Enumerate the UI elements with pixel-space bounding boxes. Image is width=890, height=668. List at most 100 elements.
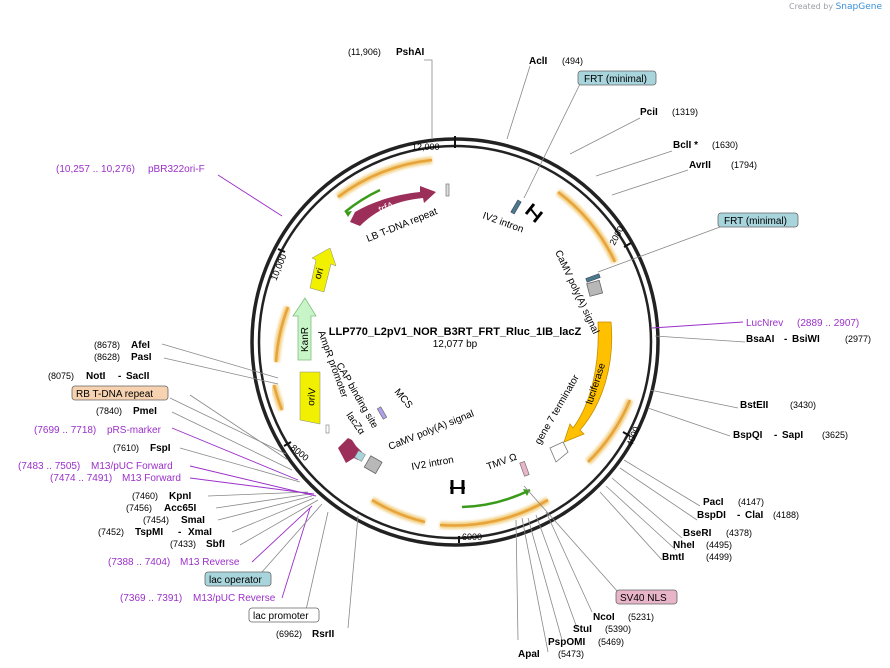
site-name: -	[178, 527, 181, 538]
site-pos: (1794)	[731, 160, 757, 170]
primer-range: (7369 .. 7391)	[120, 593, 182, 604]
frt-marker-2	[585, 273, 601, 283]
site-pos: (8075)	[48, 371, 74, 381]
mcs-label: MCS	[392, 387, 415, 411]
tick-label: 6000	[462, 532, 482, 542]
site-pos: (4495)	[706, 540, 732, 550]
site-name: NotI	[86, 371, 106, 382]
site-name: BsaAI	[746, 334, 775, 345]
site-pos: (4188)	[773, 510, 799, 520]
site-name: SmaI	[181, 515, 205, 526]
site-name: BmtI	[662, 552, 684, 563]
primer-name: pBR322ori-F	[148, 164, 205, 175]
site-name: SbfI	[206, 539, 225, 550]
primer-name: pRS-marker	[107, 425, 162, 436]
site-pos: (7454)	[143, 515, 169, 525]
primer-name: M13 Forward	[122, 473, 181, 484]
trfA-feature: trfA LB T-DNA repeat	[350, 183, 450, 245]
tag-box	[248, 607, 320, 623]
tick-label: 12,000	[412, 142, 440, 152]
camv-polya-2-label: CaMV poly(A) signal	[387, 408, 476, 452]
site-pos: (7433)	[170, 539, 196, 549]
site-name: PmeI	[133, 406, 157, 417]
credit: Created by SnapGene	[789, 2, 882, 12]
site-pos: (4147)	[738, 497, 764, 507]
orf-arcs	[270, 156, 634, 530]
gene7-marker	[549, 441, 569, 463]
site-leaders	[161, 59, 746, 653]
lacza-feature	[338, 438, 383, 475]
ivs-intron-2-marker	[450, 480, 465, 494]
site-pos: (3430)	[790, 400, 816, 410]
oriv-label: oriV	[306, 387, 319, 406]
site-name: SacII	[126, 371, 150, 382]
site-name: AfeI	[131, 340, 150, 351]
site-name: KpnI	[169, 491, 191, 502]
site-pos: (6962)	[276, 629, 302, 639]
site-pos: (7840)	[96, 406, 122, 416]
primer-name: M13 Reverse	[180, 557, 240, 568]
tag-leaders	[169, 83, 721, 611]
oriv-feature: oriV	[299, 371, 321, 425]
site-name: Acc65I	[164, 503, 196, 514]
primer-range: (7483 .. 7505)	[18, 461, 80, 472]
primer-labels: (10,257 .. 10,276) pBR322ori-F LucNrev (…	[18, 164, 859, 604]
camv-box	[586, 279, 604, 297]
tag-box	[71, 385, 169, 401]
site-name: SapI	[782, 430, 803, 441]
tag-label: RB T-DNA repeat	[76, 389, 153, 400]
site-name: ApaI	[518, 649, 540, 660]
tag-label: SV40 NLS	[620, 593, 667, 604]
primer-range: (2889 .. 2907)	[797, 318, 859, 329]
tick-label: 2000	[607, 224, 625, 246]
site-pos: (1630)	[712, 140, 738, 150]
primer-range: (7474 .. 7491)	[50, 473, 112, 484]
site-name: AclI	[529, 56, 548, 67]
site-pos: (1319)	[672, 107, 698, 117]
tick-label: 4000	[625, 425, 642, 447]
ivs-intron-1-marker	[524, 203, 544, 223]
frt-marker-1	[510, 199, 522, 215]
tag-label: FRT (minimal)	[724, 216, 787, 227]
primer-range: (7388 .. 7404)	[108, 557, 170, 568]
ori-label: ori	[313, 267, 327, 281]
tag-box	[577, 70, 657, 86]
site-name: PciI	[640, 107, 658, 118]
cap-marker	[325, 424, 330, 434]
site-name: PshAI	[396, 47, 425, 58]
tag-box	[204, 571, 272, 587]
trfA-label: trfA	[377, 200, 396, 216]
site-pos: (5469)	[598, 637, 624, 647]
site-pos: (2977)	[845, 334, 871, 344]
primer-name: M13/pUC Forward	[91, 461, 173, 472]
site-pos: (7456)	[126, 503, 152, 513]
site-name: RsrII	[312, 629, 334, 640]
site-name: BclI *	[673, 140, 698, 151]
mcs-marker	[376, 406, 388, 420]
site-pos: (3625)	[822, 430, 848, 440]
primer-name: M13/pUC Reverse	[193, 593, 276, 604]
site-pos: (8628)	[94, 352, 120, 362]
site-name: XmaI	[188, 527, 212, 538]
site-name: TspMI	[135, 527, 163, 538]
kanr-label: KanR	[300, 327, 311, 352]
tag-box	[615, 589, 678, 605]
site-name: ClaI	[745, 510, 764, 521]
site-name: NheI	[673, 540, 695, 551]
site-name: BspDI	[697, 510, 726, 521]
site-name: -	[737, 510, 740, 521]
site-pos: (7460)	[132, 491, 158, 501]
site-name: BsiWI	[792, 334, 820, 345]
site-name: -	[118, 371, 121, 382]
primer-range: (10,257 .. 10,276)	[56, 164, 135, 175]
site-pos: (11,906)	[348, 47, 381, 57]
tag-box	[717, 212, 799, 228]
ivs-intron-1-label: IV2 intron	[481, 210, 525, 235]
tmv-marker	[519, 461, 530, 477]
site-pos: (4378)	[726, 528, 752, 538]
site-name: StuI	[573, 624, 592, 635]
tag-label: lac operator	[209, 575, 262, 586]
primer-name: LucNrev	[746, 318, 783, 329]
site-pos: (494)	[562, 56, 583, 66]
